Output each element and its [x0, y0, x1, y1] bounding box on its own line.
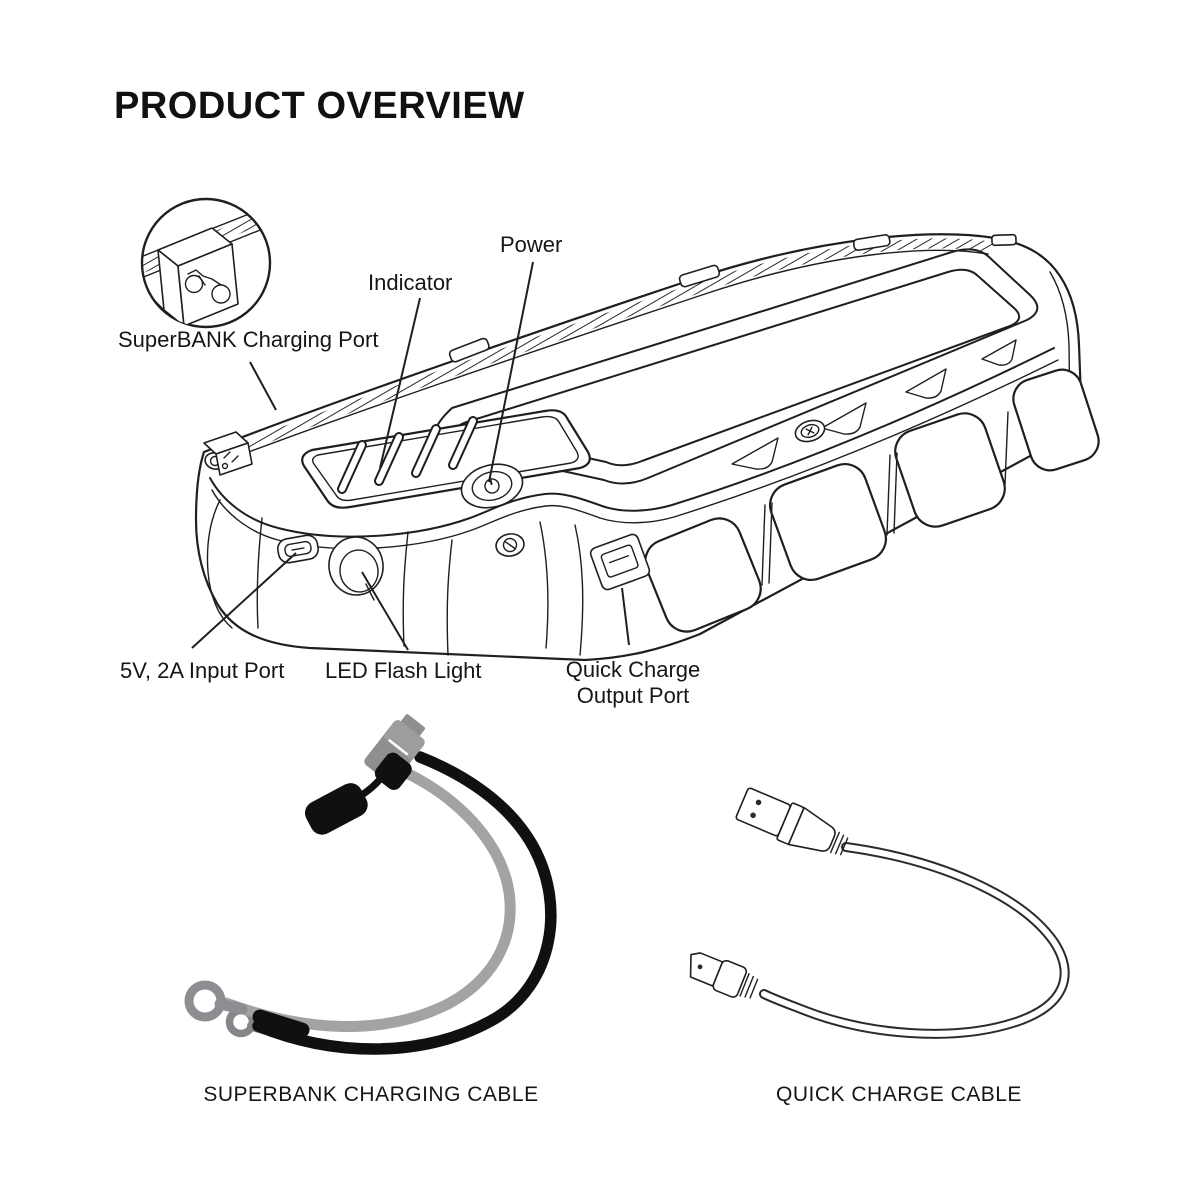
callout-lines [191, 261, 630, 651]
gray-cable [220, 764, 516, 1032]
usb-a-connector [735, 787, 849, 856]
rail-clip [448, 337, 490, 363]
led-flashlight [328, 536, 384, 601]
callout-line-power [488, 261, 534, 483]
superbank-cable-connector [364, 714, 425, 790]
front-face-details [204, 452, 584, 656]
superbank-charging-cable [184, 714, 557, 1055]
callout-line-led [361, 571, 409, 651]
label-quick-charge-line1: Quick Charge [566, 657, 701, 682]
quick-charge-cable [689, 787, 1070, 1039]
motorcycle-icon [184, 269, 231, 304]
superbank-port-inset [140, 197, 272, 329]
superbank-port-cover [203, 431, 253, 476]
screw [495, 533, 525, 557]
quick-charge-port [589, 533, 651, 591]
screw [794, 419, 826, 443]
side-vent-notches [731, 339, 1017, 470]
page-title: PRODUCT OVERVIEW [114, 85, 525, 127]
label-led-flash-light: LED Flash Light [325, 658, 482, 683]
callout-line-superbank-port [249, 361, 277, 411]
indicator-panel [301, 409, 591, 509]
rail-clip [678, 264, 721, 288]
label-superbank-charging-port: SuperBANK Charging Port [118, 327, 378, 352]
caption-quick-charge-cable: QUICK CHARGE CABLE [776, 1083, 1022, 1106]
usb-input-port [277, 534, 319, 564]
rail-clip [852, 234, 891, 251]
label-indicator: Indicator [368, 270, 452, 295]
caption-superbank-cable: SUPERBANK CHARGING CABLE [203, 1083, 538, 1106]
rail-clip [991, 233, 1017, 247]
cable-tube [759, 842, 1070, 1039]
power-bank-illustration [194, 233, 1100, 662]
micro-usb-connector [689, 952, 759, 999]
label-input-port: 5V, 2A Input Port [120, 658, 284, 683]
callout-line-indicator [379, 297, 421, 469]
label-power: Power [500, 232, 562, 257]
label-quick-charge-line2: Output Port [577, 683, 690, 708]
black-cable [252, 751, 557, 1055]
dust-cap [304, 783, 368, 835]
side-bumpers [644, 368, 1100, 633]
indicator-slots [337, 416, 478, 494]
callout-line-input-port [191, 552, 297, 649]
device-body [194, 233, 1083, 662]
callout-line-quick-charge [621, 587, 630, 646]
